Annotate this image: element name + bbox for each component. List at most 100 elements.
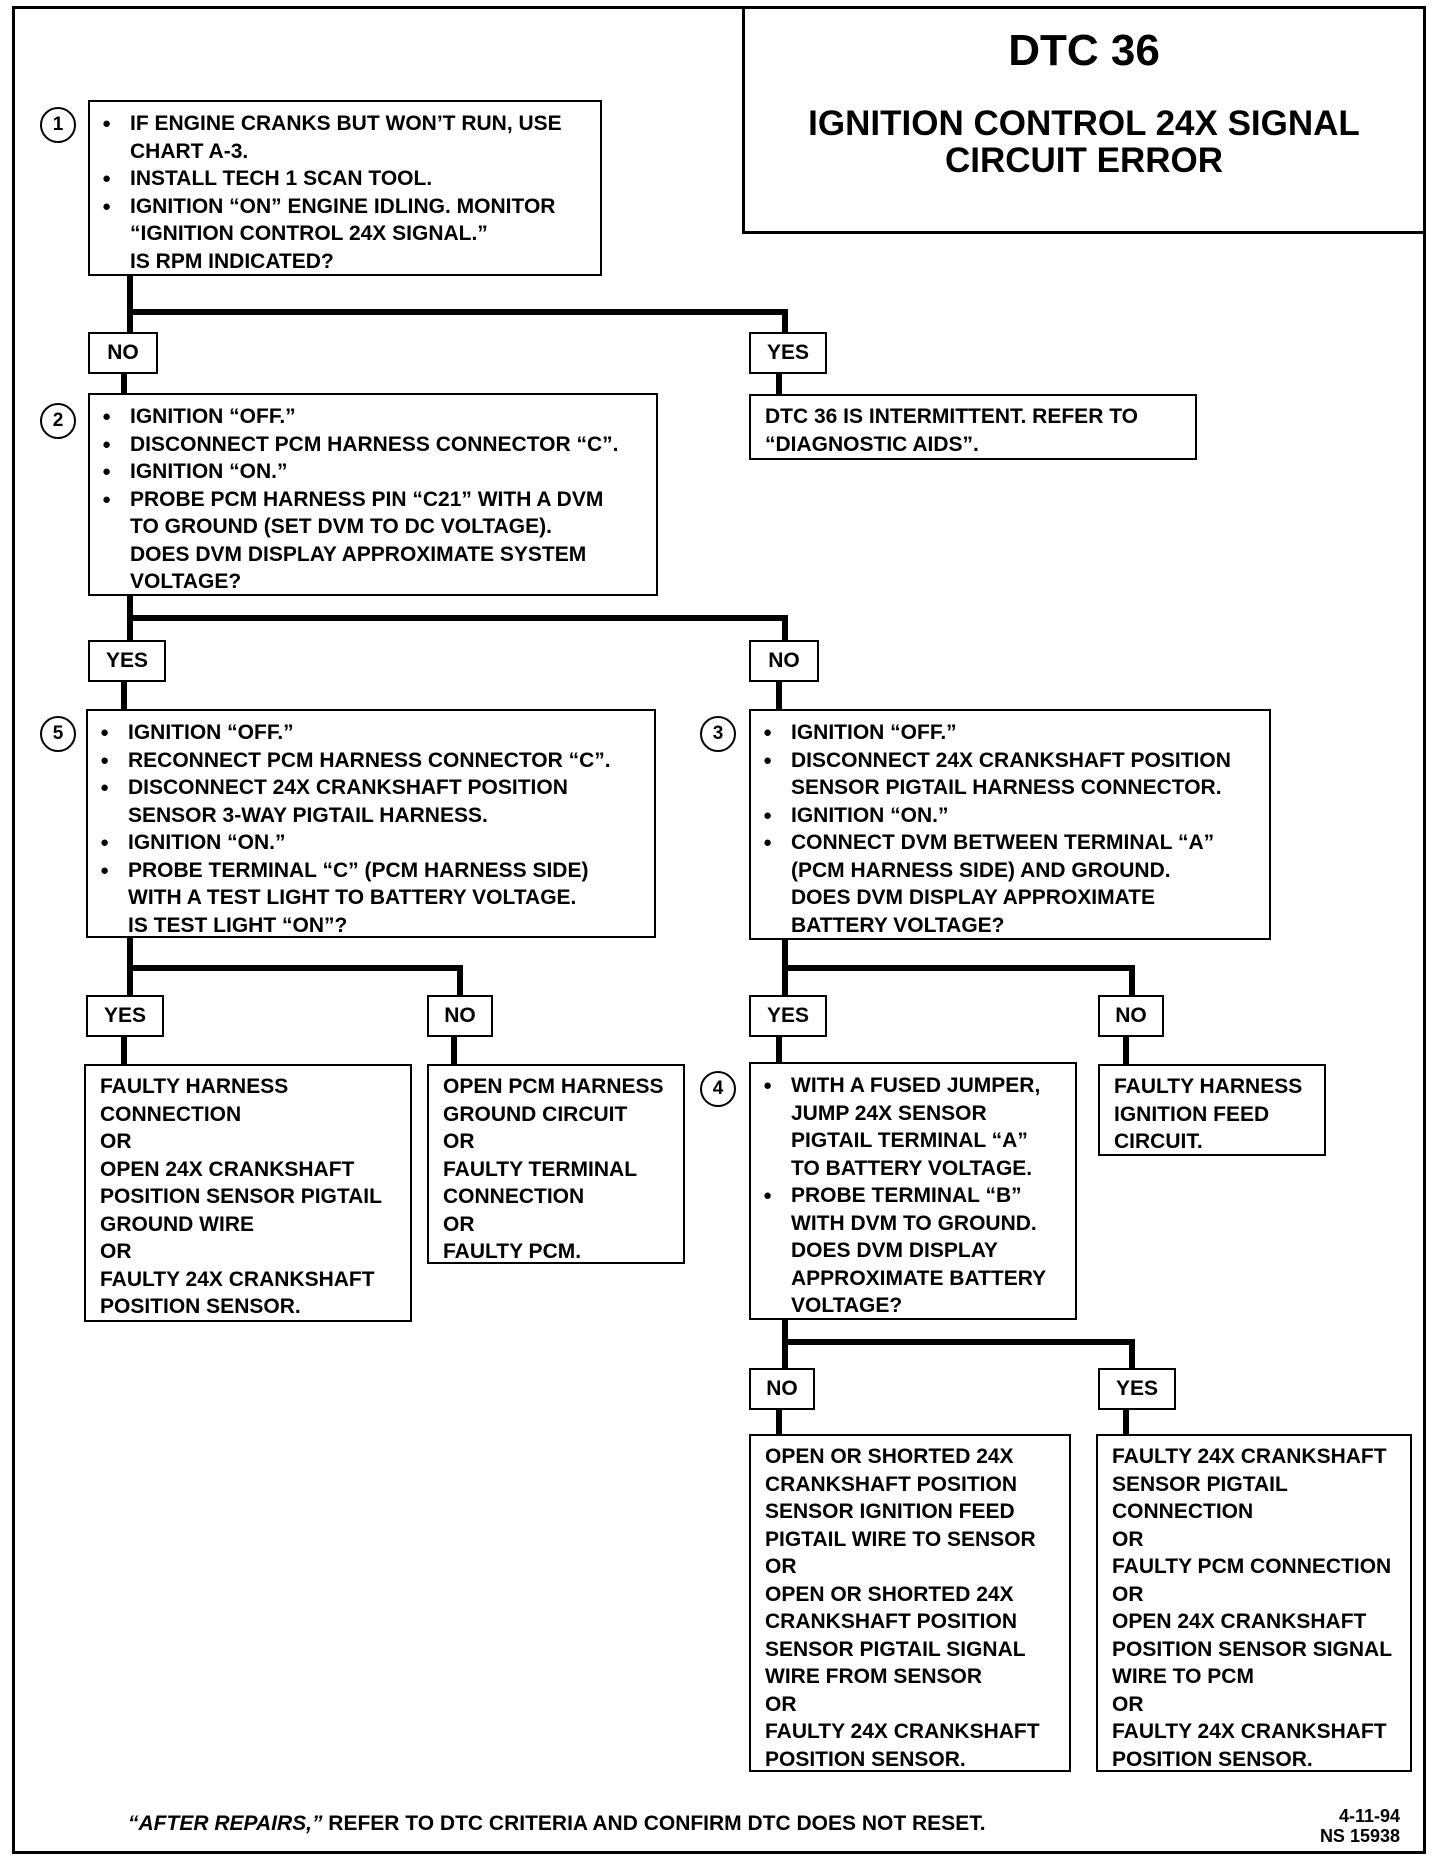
step5-yes-label: YES: [86, 995, 164, 1037]
bullet-line: WITH A FUSED JUMPER,: [791, 1074, 1041, 1097]
result-line: OR: [443, 1212, 475, 1236]
step2-bullet-4: PROBE PCM HARNESS PIN “C21” WITH A DVM T…: [94, 486, 644, 596]
step2-box: IGNITION “OFF.” DISCONNECT PCM HARNESS C…: [88, 393, 658, 596]
footer-emphasis: “AFTER REPAIRS,”: [128, 1812, 323, 1835]
result-line: WIRE TO PCM: [1112, 1665, 1254, 1688]
step5-box: IGNITION “OFF.” RECONNECT PCM HARNESS CO…: [86, 709, 656, 938]
result-line: CRANKSHAFT POSITION: [765, 1610, 1017, 1633]
bullet-line: IGNITION “ON.”: [130, 460, 288, 483]
bullet-line: VOLTAGE?: [130, 570, 242, 593]
result-line: OPEN OR SHORTED 24X: [765, 1445, 1014, 1468]
step5-no-result: OPEN PCM HARNESS GROUND CIRCUIT OR FAULT…: [427, 1064, 685, 1264]
result-line: WIRE FROM SENSOR: [765, 1665, 983, 1688]
title-main: IGNITION CONTROL 24X SIGNAL CIRCUIT ERRO…: [745, 105, 1423, 179]
step4-box: WITH A FUSED JUMPER, JUMP 24X SENSOR PIG…: [749, 1062, 1077, 1320]
result-line: SENSOR IGNITION FEED: [765, 1500, 1015, 1523]
step3-no-label: NO: [1098, 995, 1164, 1037]
step-number-4: 4: [700, 1071, 736, 1107]
step5-bullets: IGNITION “OFF.” RECONNECT PCM HARNESS CO…: [92, 719, 642, 939]
step3-no-result: FAULTY HARNESS IGNITION FEED CIRCUIT.: [1098, 1064, 1326, 1156]
step1-bullet-1: IF ENGINE CRANKS BUT WON’T RUN, USE CHAR…: [94, 110, 588, 165]
result-line: POSITION SENSOR.: [765, 1747, 966, 1771]
step-number-5: 5: [40, 716, 76, 752]
step2-bullet-1: IGNITION “OFF.”: [94, 403, 644, 431]
result-line: OR: [765, 1692, 797, 1716]
step2-no-label: NO: [749, 640, 819, 682]
step4-yes-result: FAULTY 24X CRANKSHAFT SENSOR PIGTAIL CON…: [1096, 1434, 1412, 1772]
result-line: CONNECTION: [1112, 1500, 1254, 1523]
step2-bullet-2: DISCONNECT PCM HARNESS CONNECTOR “C”.: [94, 431, 644, 459]
bullet-line: “IGNITION CONTROL 24X SIGNAL.”: [130, 222, 488, 245]
footer-note: “AFTER REPAIRS,” REFER TO DTC CRITERIA A…: [128, 1812, 986, 1836]
step4-yes-label: YES: [1098, 1368, 1176, 1410]
step-number-2: 2: [40, 403, 76, 439]
result-line: FAULTY PCM CONNECTION: [1112, 1555, 1392, 1578]
step4-no-result: OPEN OR SHORTED 24X CRANKSHAFT POSITION …: [749, 1434, 1071, 1772]
result-line: FAULTY 24X CRANKSHAFT: [100, 1267, 375, 1291]
bullet-line: (PCM HARNESS SIDE) AND GROUND.: [791, 858, 1171, 882]
bullet-line: PIGTAIL TERMINAL “A”: [791, 1129, 1028, 1152]
step5-bullet-5: PROBE TERMINAL “C” (PCM HARNESS SIDE) WI…: [92, 857, 642, 940]
bullet-line: PROBE TERMINAL “C” (PCM HARNESS SIDE): [128, 858, 589, 882]
result-line: POSITION SENSOR.: [100, 1295, 301, 1318]
result-line: OR: [443, 1130, 475, 1153]
result-line: SENSOR PIGTAIL: [1112, 1472, 1288, 1496]
step4-bullets: WITH A FUSED JUMPER, JUMP 24X SENSOR PIG…: [755, 1072, 1063, 1320]
step3-bullets: IGNITION “OFF.” DISCONNECT 24X CRANKSHAF…: [755, 719, 1257, 939]
step4-no-label: NO: [749, 1368, 815, 1410]
step-number-1: 1: [40, 107, 76, 143]
result-line: FAULTY HARNESS: [1114, 1075, 1303, 1098]
result-line: GROUND WIRE: [100, 1212, 254, 1236]
result-line: OR: [1112, 1527, 1144, 1551]
bullet-line: DISCONNECT 24X CRANKSHAFT POSITION: [791, 748, 1231, 772]
step1-yes-result: DTC 36 IS INTERMITTENT. REFER TO “DIAGNO…: [749, 394, 1197, 460]
bullet-line: IGNITION “OFF.”: [791, 721, 957, 744]
result-line: OPEN 24X CRANKSHAFT: [1112, 1610, 1367, 1633]
bullet-line: IF ENGINE CRANKS BUT WON’T RUN, USE: [130, 112, 562, 135]
bullet-line: SENSOR 3-WAY PIGTAIL HARNESS.: [128, 803, 488, 827]
bullet-line: WITH A TEST LIGHT TO BATTERY VOLTAGE.: [128, 886, 577, 909]
result-line: IGNITION FEED: [1114, 1102, 1270, 1126]
step5-bullet-4: IGNITION “ON.”: [92, 829, 642, 857]
connector-step4: [782, 1320, 1135, 1368]
bullet-line: DOES DVM DISPLAY APPROXIMATE: [791, 886, 1156, 909]
step5-bullet-1: IGNITION “OFF.”: [92, 719, 642, 747]
bullet-line: RECONNECT PCM HARNESS CONNECTOR “C”.: [128, 748, 611, 772]
page-frame: [12, 6, 1426, 1854]
date-code: 4-11-94 NS 15938: [1320, 1806, 1400, 1846]
title-line: CIRCUIT ERROR: [944, 141, 1224, 180]
bullet-line: TO GROUND (SET DVM TO DC VOLTAGE).: [130, 515, 552, 538]
bullet-line: IGNITION “ON” ENGINE IDLING. MONITOR: [130, 194, 556, 218]
bullet-line: IGNITION “ON.”: [128, 831, 286, 854]
bullet-line: APPROXIMATE BATTERY: [791, 1266, 1047, 1290]
bullet-line: PROBE PCM HARNESS PIN “C21” WITH A DVM: [130, 487, 604, 511]
step-number-3: 3: [700, 716, 736, 752]
step2-bullets: IGNITION “OFF.” DISCONNECT PCM HARNESS C…: [94, 403, 644, 596]
result-line: FAULTY HARNESS: [100, 1075, 289, 1098]
bullet-line: DISCONNECT 24X CRANKSHAFT POSITION: [128, 776, 568, 799]
bullet-line: DISCONNECT PCM HARNESS CONNECTOR “C”.: [130, 432, 619, 456]
connector-step1: [127, 276, 788, 333]
step3-bullet-2: DISCONNECT 24X CRANKSHAFT POSITION SENSO…: [755, 747, 1257, 802]
footer-text: REFER TO DTC CRITERIA AND CONFIRM DTC DO…: [322, 1812, 986, 1835]
step5-bullet-2: RECONNECT PCM HARNESS CONNECTOR “C”.: [92, 747, 642, 775]
title-box: DTC 36 IGNITION CONTROL 24X SIGNAL CIRCU…: [742, 6, 1426, 234]
result-line: POSITION SENSOR.: [1112, 1747, 1313, 1771]
bullet-line: DOES DVM DISPLAY APPROXIMATE SYSTEM: [130, 542, 587, 566]
step1-bullet-3: IGNITION “ON” ENGINE IDLING. MONITOR “IG…: [94, 193, 588, 276]
step3-bullet-4: CONNECT DVM BETWEEN TERMINAL “A” (PCM HA…: [755, 829, 1257, 939]
result-line: OR: [100, 1130, 132, 1153]
bullet-line: CONNECT DVM BETWEEN TERMINAL “A”: [791, 831, 1215, 854]
result-line: CONNECTION: [100, 1102, 242, 1126]
result-line: OR: [1112, 1582, 1144, 1606]
title-line: IGNITION CONTROL 24X SIGNAL: [808, 104, 1360, 143]
bullet-line: CHART A-3.: [130, 139, 249, 163]
step3-yes-label: YES: [749, 995, 827, 1037]
step1-bullet-2: INSTALL TECH 1 SCAN TOOL.: [94, 165, 588, 193]
step1-no-label: NO: [88, 332, 158, 374]
connector-step3: [782, 940, 1135, 995]
step1-bullets: IF ENGINE CRANKS BUT WON’T RUN, USE CHAR…: [94, 110, 588, 275]
title-code: DTC 36: [1008, 26, 1160, 75]
bullet-line: BATTERY VOLTAGE?: [791, 913, 1005, 937]
result-line: OPEN PCM HARNESS: [443, 1075, 664, 1098]
